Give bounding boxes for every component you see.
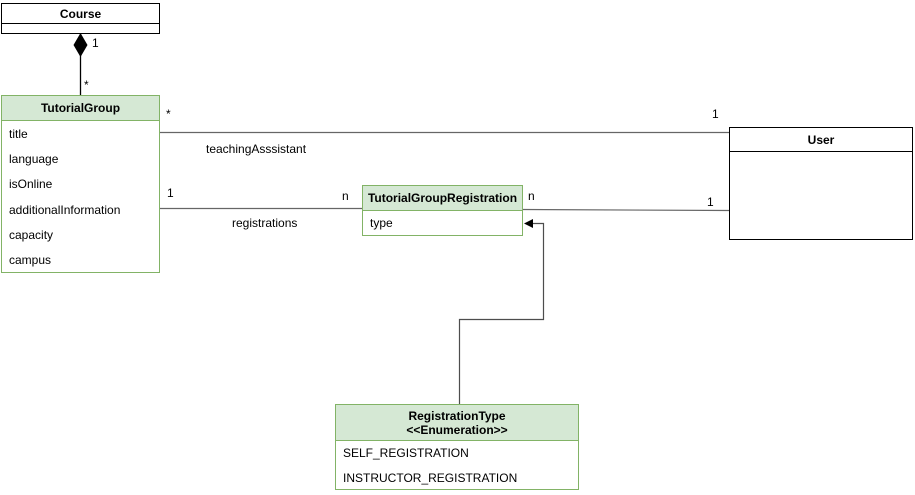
class-name: RegistrationType	[408, 408, 506, 423]
dependency-arrowhead-icon	[524, 219, 533, 228]
class-tutorialgroupregistration-attributes: type	[363, 211, 522, 235]
attribute-label: language	[9, 151, 59, 166]
class-name: TutorialGroupRegistration	[367, 191, 518, 205]
attribute-label: capacity	[9, 227, 54, 242]
multiplicity-teachingassistant-user-end: 1	[712, 107, 719, 121]
class-user-title: User	[730, 128, 912, 152]
attribute-row: title	[2, 121, 159, 146]
class-name: Course	[59, 6, 102, 21]
attribute-label: title	[9, 126, 28, 141]
multiplicity-course-end: 1	[92, 36, 99, 50]
class-tutorialgroup-title: TutorialGroup	[2, 96, 159, 121]
attribute-label: type	[370, 216, 393, 230]
class-course: Course	[1, 3, 160, 34]
class-course-body	[2, 24, 159, 33]
class-name: User	[807, 132, 835, 147]
multiplicity-registrations-registration-end: n	[342, 189, 349, 203]
attribute-row: campus	[2, 247, 159, 272]
attribute-label: additionalInformation	[9, 202, 121, 217]
class-user: User	[729, 127, 913, 240]
composition-diamond-icon	[73, 33, 88, 57]
edge-label-teachingassistant: teachingAsssistant	[206, 142, 307, 156]
class-registrationtype-title: RegistrationType <<Enumeration>>	[336, 405, 578, 441]
class-course-title: Course	[2, 4, 159, 24]
attribute-row: isOnline	[2, 172, 159, 197]
class-registrationtype-values: SELF_REGISTRATION INSTRUCTOR_REGISTRATIO…	[336, 441, 578, 490]
attribute-row: language	[2, 146, 159, 171]
multiplicity-registrations-tutorialgroup-end: 1	[167, 186, 174, 200]
class-registrationtype: RegistrationType <<Enumeration>> SELF_RE…	[335, 404, 579, 490]
class-tutorialgroupregistration: TutorialGroupRegistration type	[362, 185, 523, 236]
multiplicity-tutorialgroup-end: *	[84, 78, 89, 92]
attribute-label: campus	[9, 253, 52, 268]
registration-user-edge	[522, 208, 730, 212]
enum-value-row: SELF_REGISTRATION	[336, 441, 578, 466]
attribute-row: capacity	[2, 222, 159, 247]
class-name: TutorialGroup	[40, 101, 121, 115]
attribute-row: type	[363, 211, 522, 235]
enum-value-label: SELF_REGISTRATION	[343, 446, 469, 461]
multiplicity-registrationuser-user-end: 1	[707, 195, 714, 209]
multiplicity-registrationuser-registration-end: n	[528, 189, 535, 203]
edge-label-registrations: registrations	[232, 216, 298, 230]
dependency-edge	[458, 222, 545, 404]
attribute-label: isOnline	[9, 177, 53, 192]
enum-value-label: INSTRUCTOR_REGISTRATION	[343, 470, 518, 485]
multiplicity-teachingassistant-tutorialgroup-end: *	[166, 107, 171, 121]
attribute-row: additionalInformation	[2, 197, 159, 222]
enum-value-row: INSTRUCTOR_REGISTRATION	[336, 466, 578, 491]
class-user-body	[730, 152, 912, 239]
class-stereotype: <<Enumeration>>	[406, 422, 508, 437]
class-tutorialgroupregistration-title: TutorialGroupRegistration	[363, 186, 522, 211]
class-tutorialgroup: TutorialGroup title language isOnline ad…	[1, 95, 160, 273]
class-tutorialgroup-attributes: title language isOnline additionalInform…	[2, 121, 159, 273]
